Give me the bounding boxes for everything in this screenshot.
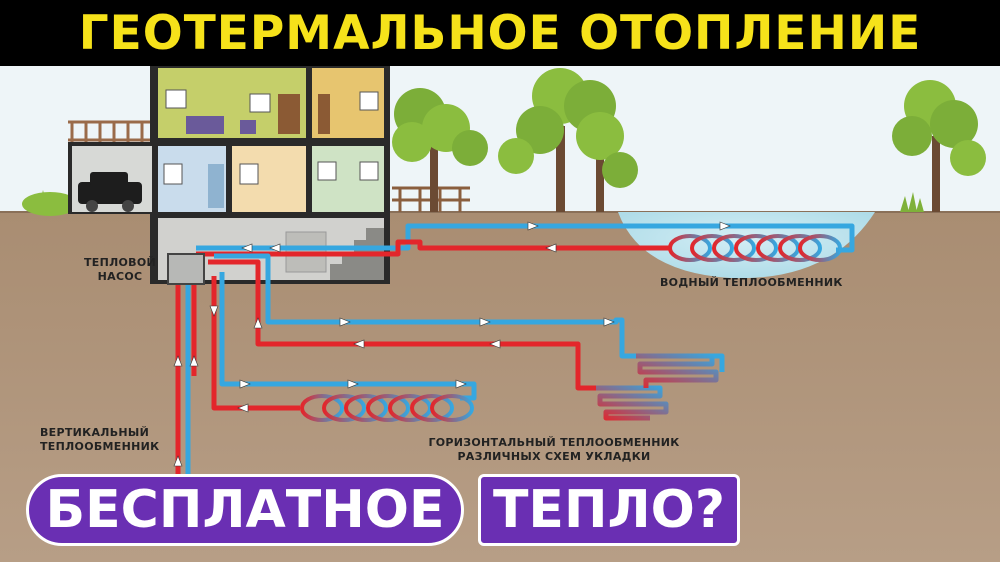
badge-free: БЕСПЛАТНОЕ (26, 474, 464, 546)
pond (618, 212, 875, 279)
pipe-low-cold (219, 272, 477, 401)
horizontal-label-line2: РАЗЛИЧНЫХ СХЕМ УКЛАДКИ (457, 450, 651, 463)
pipe-mid-hot (208, 259, 596, 391)
pipe-water-hot (196, 239, 670, 257)
vertical-exchanger-label: ВЕРТИКАЛЬНЫЙ ТЕПЛООБМЕННИК (40, 426, 159, 454)
vertical-label-line1: ВЕРТИКАЛЬНЫЙ (40, 426, 150, 439)
water-exchanger-label: ВОДНЫЙ ТЕПЛООБМЕННИК (660, 276, 843, 289)
geothermal-diagram (0, 66, 1000, 562)
heat-pump-label: ТЕПЛОВОЙ НАСОС (80, 256, 160, 284)
title-bar: ГЕОТЕРМАЛЬНОЕ ОТОПЛЕНИЕ (0, 0, 1000, 66)
car (78, 172, 142, 212)
horizontal-exchanger-label: ГОРИЗОНТАЛЬНЫЙ ТЕПЛООБМЕННИК РАЗЛИЧНЫХ С… (428, 436, 680, 464)
pipe-water-cold (196, 223, 855, 253)
water-coil (668, 234, 842, 262)
serpentine-loop (596, 353, 719, 421)
heat-pump-label-line2: НАСОС (97, 270, 143, 283)
page-title: ГЕОТЕРМАЛЬНОЕ ОТОПЛЕНИЕ (78, 5, 922, 61)
pipe-low-hot (211, 276, 300, 411)
flow-arrows (173, 221, 731, 467)
diagram-scene: ТЕПЛОВОЙ НАСОС ВОДНЫЙ ТЕПЛООБМЕННИК ВЕРТ… (0, 66, 1000, 562)
left-deck (68, 120, 150, 144)
badge-heat: ТЕПЛО? (478, 474, 740, 546)
horizontal-coil (300, 394, 474, 422)
heat-pump-label-line1: ТЕПЛОВОЙ (83, 256, 157, 269)
horizontal-label-line1: ГОРИЗОНТАЛЬНЫЙ ТЕПЛООБМЕННИК (428, 436, 680, 449)
trees (392, 68, 986, 212)
vertical-label-line2: ТЕПЛООБМЕННИК (40, 440, 160, 453)
heat-pump (167, 253, 205, 285)
